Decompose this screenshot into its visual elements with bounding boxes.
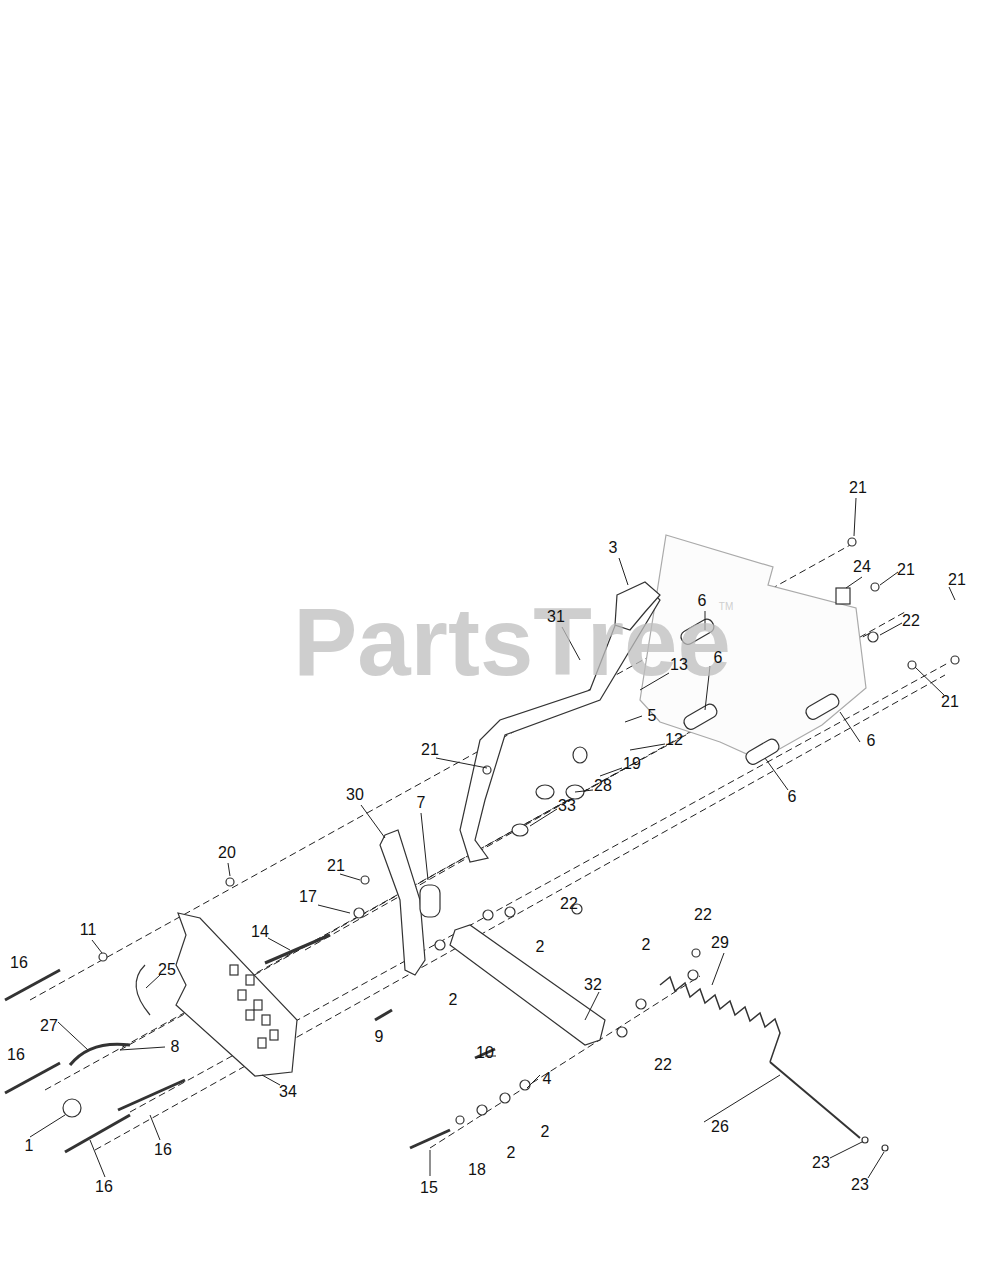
callout-number: 28 <box>594 778 612 794</box>
callout-number: 2 <box>449 992 458 1008</box>
callout-number: 20 <box>218 845 236 861</box>
callout-number: 8 <box>171 1039 180 1055</box>
callout-number: 16 <box>7 1047 25 1063</box>
callout-number: 2 <box>642 937 651 953</box>
callout-number: 31 <box>547 609 565 625</box>
callout-number: 16 <box>10 955 28 971</box>
callout-number: 23 <box>851 1177 869 1193</box>
callout-number: 11 <box>80 922 97 938</box>
leader-lines <box>30 498 955 1178</box>
callout-number: 21 <box>327 858 345 874</box>
callout-number: 10 <box>476 1045 494 1061</box>
trademark: TM <box>719 601 733 612</box>
callout-number: 17 <box>299 889 317 905</box>
callout-number: 1 <box>25 1138 34 1154</box>
callout-number: 22 <box>902 613 920 629</box>
callout-number: 18 <box>468 1162 486 1178</box>
callout-number: 12 <box>665 732 683 748</box>
callout-number: 32 <box>584 977 602 993</box>
callout-number: 30 <box>346 787 364 803</box>
callout-number: 21 <box>948 572 966 588</box>
callout-number: 13 <box>670 657 688 673</box>
callout-number: 16 <box>95 1179 113 1195</box>
callout-number: 22 <box>694 907 712 923</box>
callout-number: 27 <box>40 1018 58 1034</box>
callout-number: 22 <box>560 896 578 912</box>
callout-number: 3 <box>609 540 618 556</box>
callout-number: 9 <box>375 1029 384 1045</box>
callout-number: 2 <box>507 1145 516 1161</box>
watermark: PartsTree <box>293 587 731 697</box>
callout-number: 21 <box>421 742 439 758</box>
callout-number: 26 <box>711 1119 729 1135</box>
callout-number: 24 <box>853 559 871 575</box>
callout-number: 21 <box>941 694 959 710</box>
callout-number: 6 <box>867 733 876 749</box>
callout-number: 6 <box>788 789 797 805</box>
callout-number: 14 <box>251 924 269 940</box>
callout-number: 2 <box>541 1124 550 1140</box>
callout-number: 23 <box>812 1155 830 1171</box>
callout-number: 16 <box>154 1142 172 1158</box>
callout-number: 21 <box>897 562 915 578</box>
rod <box>770 1062 860 1138</box>
callout-number: 4 <box>543 1071 552 1087</box>
callout-number: 21 <box>849 480 867 496</box>
callout-number: 5 <box>648 708 657 724</box>
callout-number: 6 <box>714 650 723 666</box>
callout-number: 34 <box>279 1084 297 1100</box>
callout-number: 29 <box>711 935 729 951</box>
callout-number: 7 <box>417 795 426 811</box>
parts <box>5 535 959 1152</box>
callout-number: 19 <box>623 756 641 772</box>
spring <box>660 977 780 1062</box>
callout-number: 15 <box>420 1180 438 1196</box>
callout-number: 25 <box>158 962 176 978</box>
callout-number: 2 <box>536 939 545 955</box>
callout-number: 33 <box>558 798 576 814</box>
callout-number: 6 <box>698 593 707 609</box>
callout-number: 22 <box>654 1057 672 1073</box>
